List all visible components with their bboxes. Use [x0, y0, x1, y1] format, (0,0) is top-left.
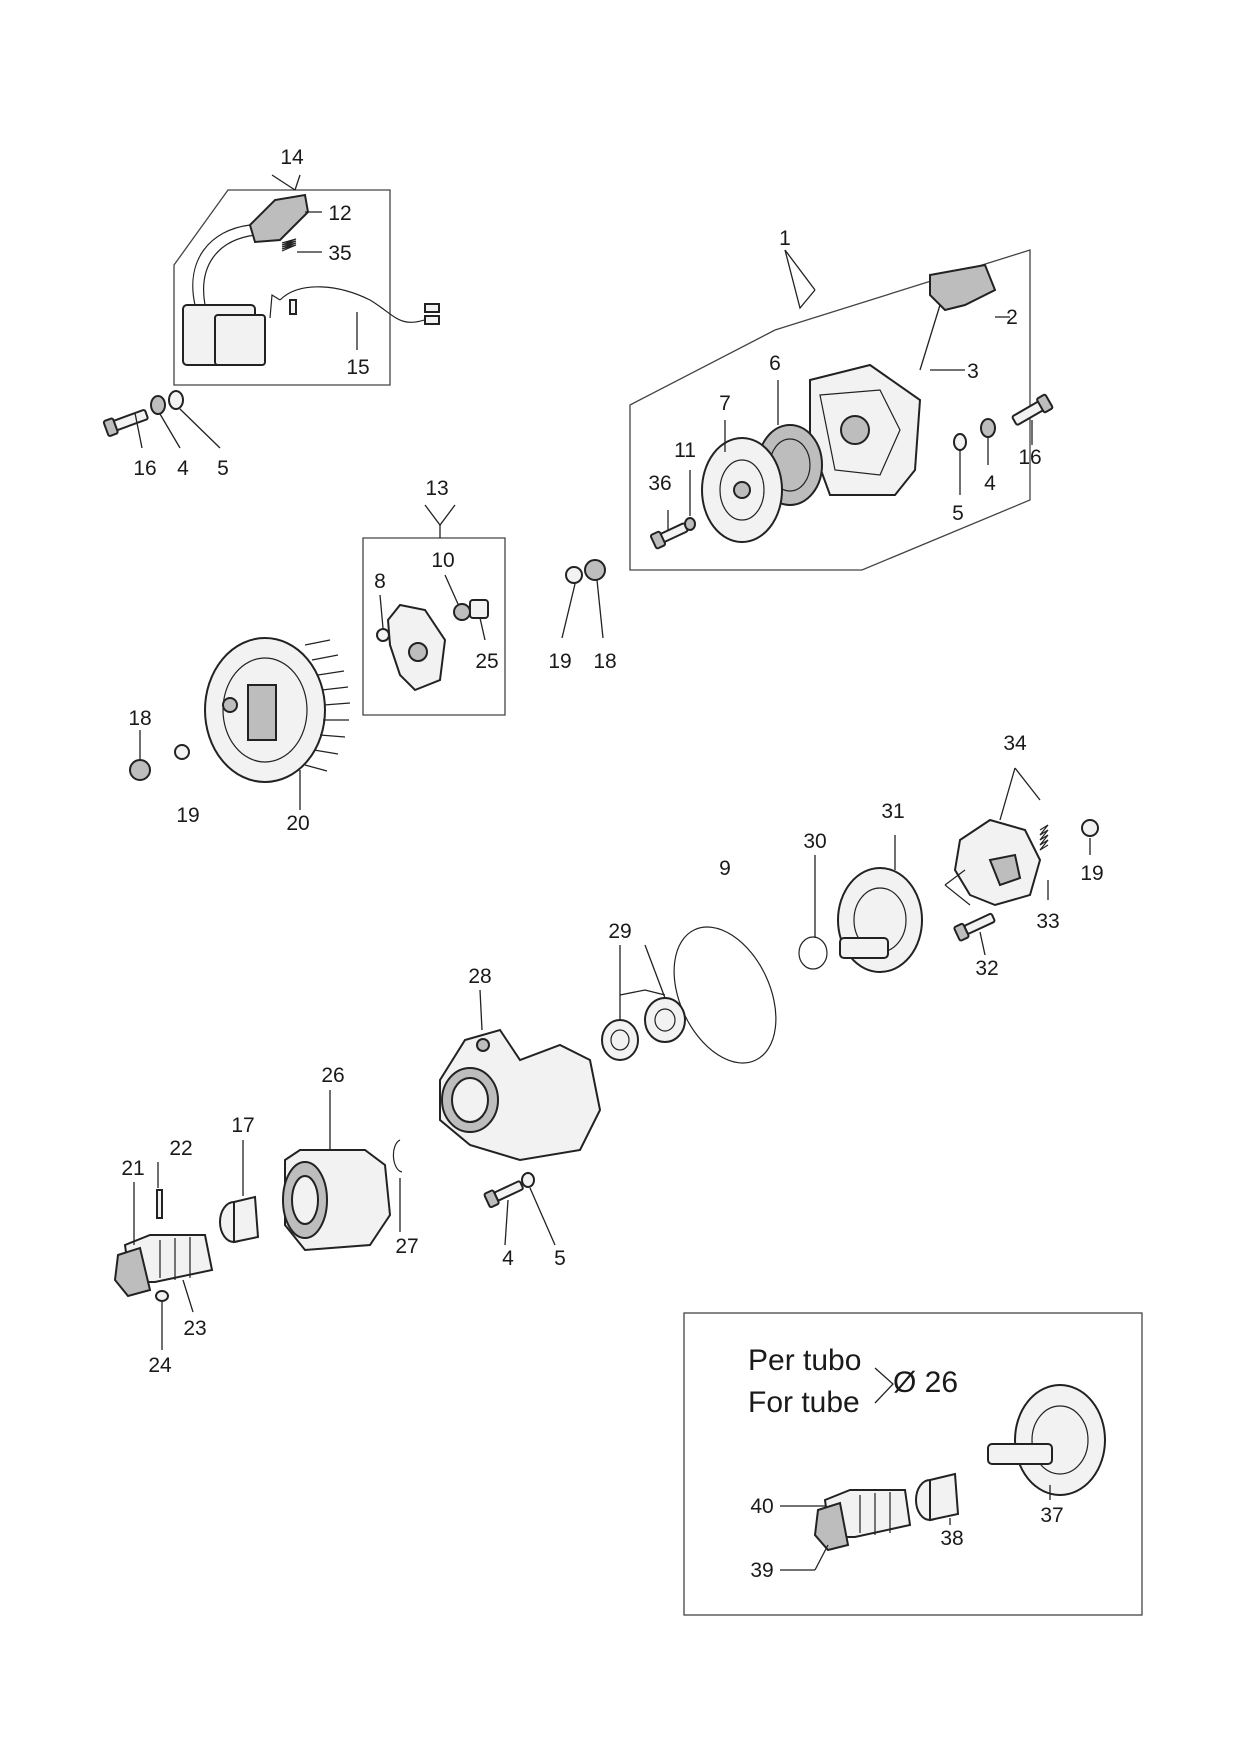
label-18b: 18	[128, 707, 151, 730]
label-10: 10	[431, 549, 454, 572]
label-17: 17	[231, 1114, 254, 1137]
label-7: 7	[719, 392, 731, 415]
label-32: 32	[975, 957, 998, 980]
bearing-part	[644, 997, 686, 1043]
wire-part	[279, 286, 431, 323]
label-12: 12	[328, 202, 351, 225]
label-4b: 4	[984, 472, 996, 495]
label-9: 9	[719, 857, 731, 880]
washer-part	[953, 433, 967, 451]
label-5b: 5	[952, 502, 964, 525]
label-20: 20	[286, 812, 309, 835]
screw-set-left	[102, 390, 221, 449]
label-11: 11	[674, 439, 696, 462]
gasket-part	[673, 926, 777, 1064]
pawl-assembly	[362, 504, 506, 716]
label-25: 25	[475, 650, 498, 673]
label-6: 6	[769, 352, 781, 375]
label-4a: 4	[177, 457, 189, 480]
pawl-spring-part	[453, 603, 471, 621]
snap-ring-part	[798, 936, 828, 970]
inset-tube-variant: Per tubo For tube Ø 26	[683, 1312, 1143, 1616]
part-labels: 14 12 35 15 16 4 5 1 2 3 6 7 11 36 16 4 …	[121, 146, 1103, 1582]
label-16a: 16	[133, 457, 156, 480]
label-39: 39	[750, 1559, 773, 1582]
label-18a: 18	[593, 650, 616, 673]
label-33: 33	[1036, 910, 1059, 933]
inset-line-1: Per tubo	[748, 1344, 861, 1377]
label-16b: 16	[1018, 446, 1041, 469]
label-38: 38	[940, 1527, 963, 1550]
label-1: 1	[779, 227, 791, 250]
spark-plug-cap-part	[248, 193, 310, 244]
gearbox-group	[439, 926, 777, 1246]
pinion-group	[113, 1162, 214, 1350]
nut-set-middle	[561, 559, 606, 639]
label-27: 27	[395, 1235, 418, 1258]
label-26: 26	[321, 1064, 344, 1087]
label-30: 30	[803, 830, 826, 853]
label-24: 24	[148, 1354, 172, 1377]
label-28: 28	[468, 965, 491, 988]
inset-line-2: For tube	[748, 1386, 860, 1419]
label-5a: 5	[217, 457, 229, 480]
label-15: 15	[346, 356, 369, 379]
inset-frame	[683, 1312, 1143, 1616]
pin-part	[156, 1189, 163, 1219]
nut-part	[129, 759, 151, 781]
coupling-group	[219, 1090, 403, 1252]
label-13: 13	[425, 477, 448, 500]
clutch-group	[798, 767, 1099, 973]
label-14: 14	[280, 146, 304, 169]
label-21: 21	[121, 1157, 144, 1180]
label-19c: 19	[1080, 862, 1103, 885]
flywheel-group	[129, 637, 351, 810]
spring-part	[281, 238, 297, 252]
screw-set-right	[953, 393, 1054, 495]
ignition-coil-assembly	[173, 174, 440, 386]
inset-diameter: Ø 26	[893, 1366, 958, 1399]
starter-handle-part	[929, 263, 997, 312]
label-36: 36	[648, 472, 671, 495]
label-35: 35	[328, 242, 351, 265]
assembly-14-outline	[173, 189, 391, 386]
label-8: 8	[374, 570, 386, 593]
label-22: 22	[169, 1137, 192, 1160]
assembly-1-outline	[629, 249, 1031, 571]
label-2: 2	[1006, 306, 1018, 329]
label-31: 31	[881, 800, 904, 823]
label-4c: 4	[502, 1247, 514, 1270]
label-29: 29	[608, 920, 631, 943]
inset-drum-part	[1014, 1384, 1106, 1496]
label-5c: 5	[554, 1247, 566, 1270]
label-23: 23	[183, 1317, 206, 1340]
label-19a: 19	[548, 650, 571, 673]
starter-assembly	[629, 249, 1031, 571]
washer-part	[150, 395, 166, 415]
label-34: 34	[1003, 732, 1027, 755]
label-3: 3	[967, 360, 979, 383]
label-37: 37	[1040, 1504, 1063, 1527]
label-40: 40	[750, 1495, 773, 1518]
label-19b: 19	[176, 804, 199, 827]
circlip-part	[392, 1139, 403, 1173]
assembly-13-outline	[362, 537, 506, 716]
